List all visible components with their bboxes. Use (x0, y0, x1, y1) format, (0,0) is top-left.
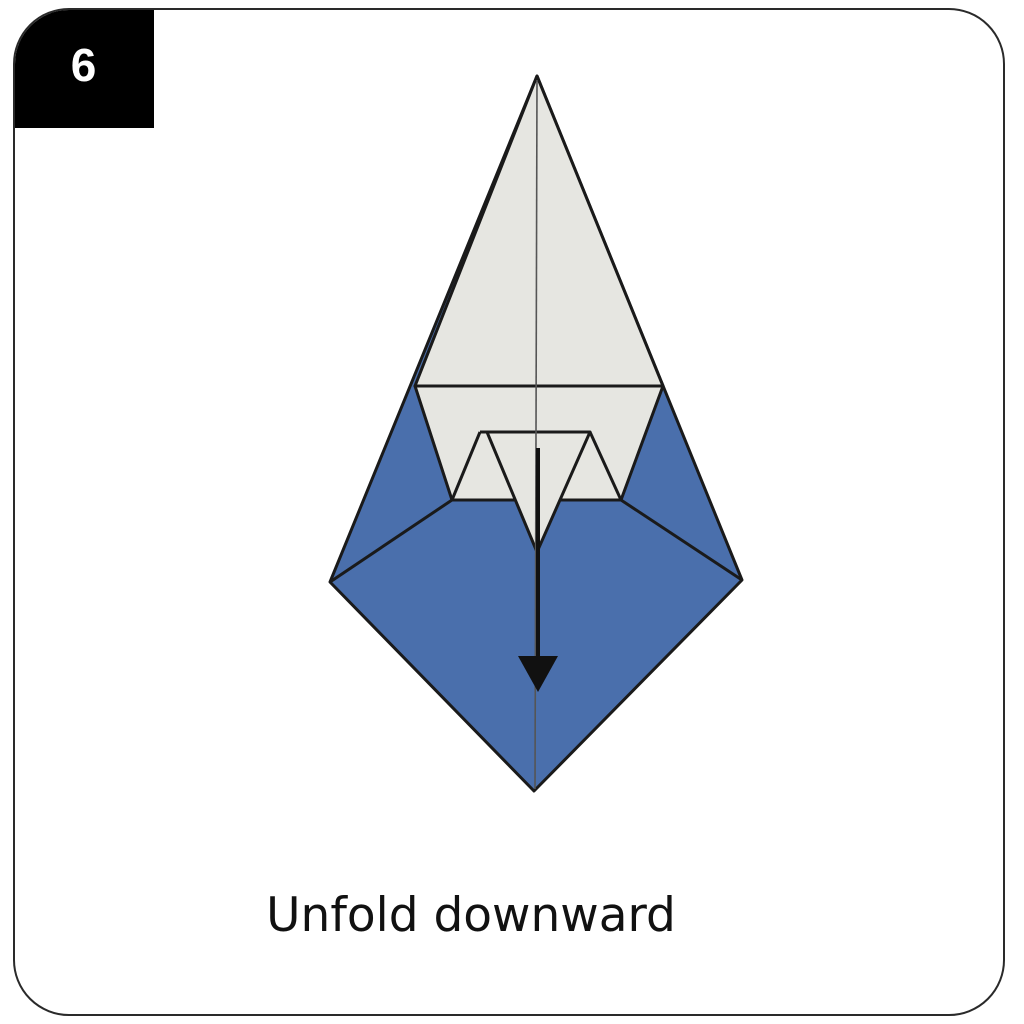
instruction-caption: Unfold downward (266, 888, 676, 943)
fold-line (450, 431, 482, 501)
fold-line (588, 431, 623, 501)
fold-line (620, 498, 743, 582)
arrow-down-icon (518, 448, 558, 692)
fold-line (329, 498, 453, 584)
paper-front-top-flap (413, 74, 665, 388)
origami-model (328, 74, 744, 793)
step-number: 6 (70, 39, 97, 91)
step-number-badge: 6 (15, 10, 154, 128)
